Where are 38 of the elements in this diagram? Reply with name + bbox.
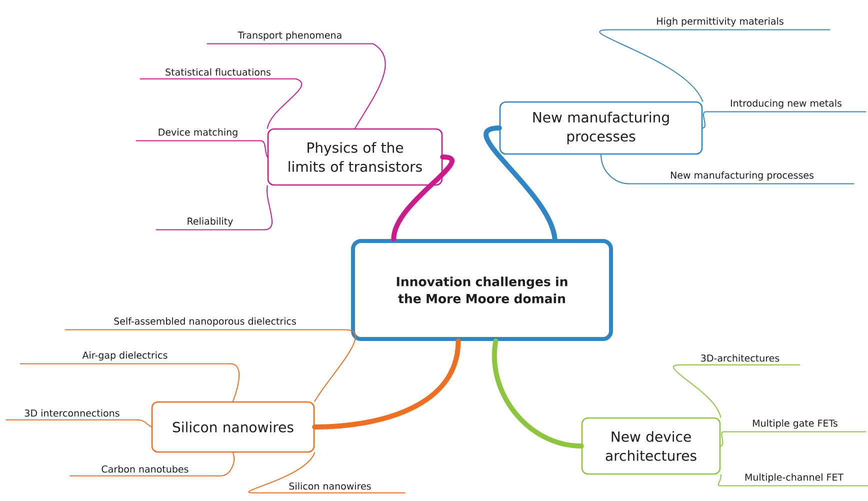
branch-line <box>702 111 706 128</box>
branch-line <box>260 140 268 158</box>
subtopic-label: 3D interconnections <box>5 409 139 420</box>
subtopic-label: Reliability <box>155 217 265 230</box>
branch-line <box>672 364 722 418</box>
subtopic-label: Multiple gate FETs <box>723 419 867 432</box>
branch-line <box>248 452 316 494</box>
subtopic-label: Multiple-channel FET <box>719 473 868 486</box>
topic-box: New device architectures <box>581 417 721 475</box>
subtopic-label: Device matching <box>135 128 261 142</box>
branch-line <box>138 419 152 428</box>
central-topic-box: Innovation challenges in the More Moore domain <box>351 239 613 341</box>
subtopic-label: 3D-architectures <box>679 354 801 366</box>
branch-line <box>492 338 584 448</box>
branch-line <box>220 452 234 476</box>
topic-box: New manufacturing processes <box>499 101 703 155</box>
subtopic-label: Transport phenomena <box>206 31 374 44</box>
branch-line <box>391 154 454 242</box>
branch-line <box>230 363 240 402</box>
subtopic-label: New manufacturing processes <box>629 171 855 184</box>
subtopic-label: Air-gap dielectrics <box>19 351 231 364</box>
subtopic-label: Self-assembled nanoporous dielectrics <box>64 317 346 330</box>
branch-line <box>484 126 558 242</box>
branch-line <box>314 329 356 402</box>
branch-line <box>600 154 630 184</box>
subtopic-label: Statistical fluctuations <box>139 68 297 80</box>
subtopic-label: Introducing new metals <box>705 99 867 112</box>
branch-line <box>720 431 724 446</box>
subtopic-label: Carbon nanotubes <box>69 465 221 476</box>
branch-line <box>599 29 704 102</box>
branch-line <box>718 474 722 486</box>
branch-line <box>266 78 302 129</box>
branch-line <box>312 338 461 430</box>
topic-box: Physics of the limits of transistors <box>267 128 443 186</box>
subtopic-label: High permittivity materials <box>609 17 831 30</box>
topic-box: Silicon nanowires <box>151 401 315 453</box>
subtopic-label: Silicon nanowires <box>254 482 406 494</box>
branch-line <box>354 43 386 129</box>
